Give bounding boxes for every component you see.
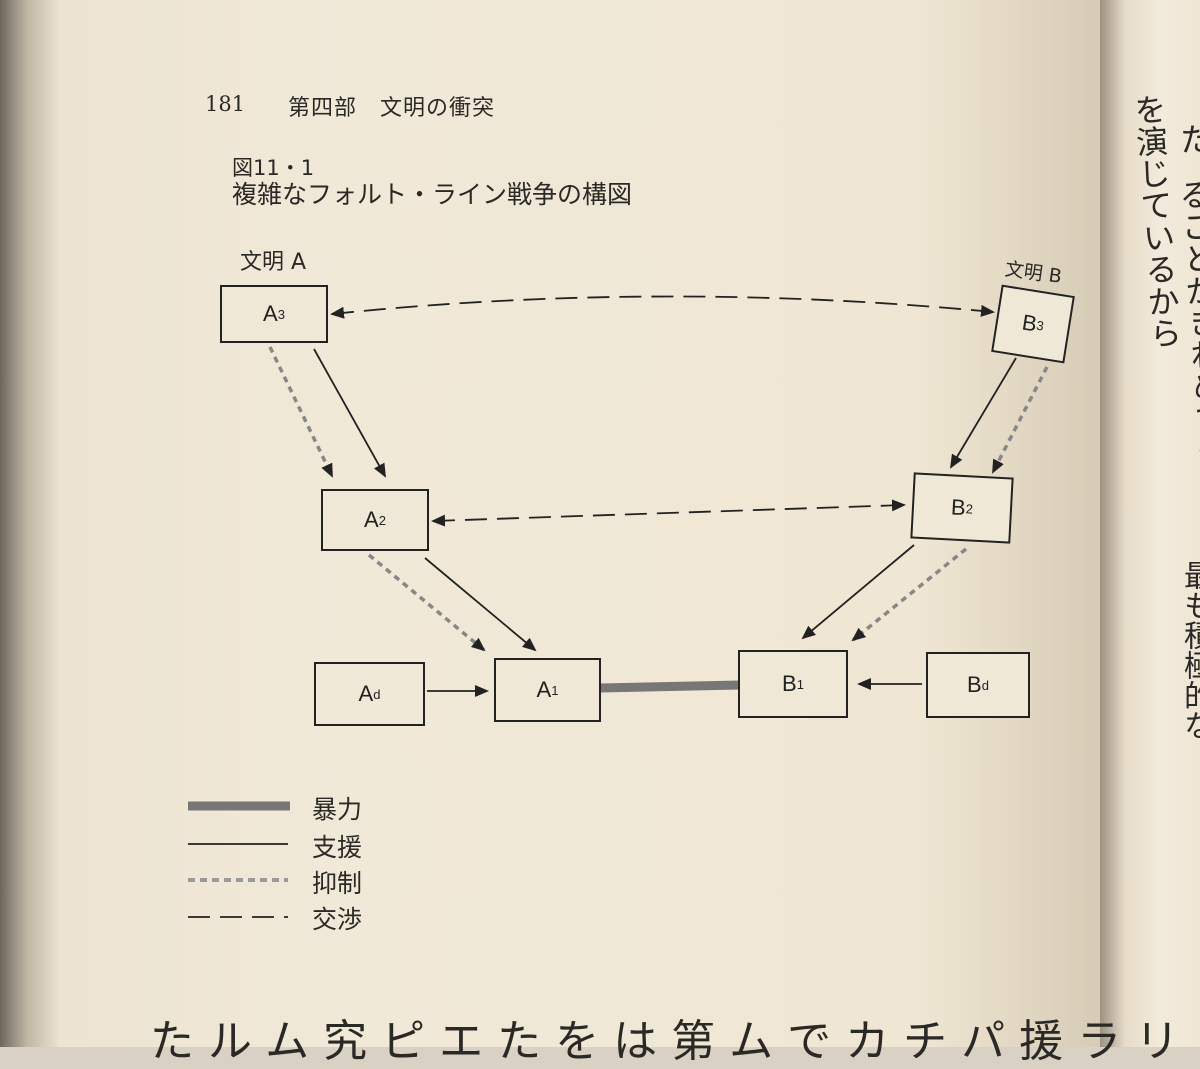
node-b2-sub: 2 — [965, 500, 974, 517]
negotiation-a2-b2 — [431, 499, 906, 527]
restraint-a3-a2 — [268, 346, 334, 478]
node-a1-sub: 1 — [551, 682, 559, 698]
support-b3-b2 — [949, 357, 1017, 469]
support-b2-b1 — [801, 544, 915, 640]
node-bd-sub: d — [981, 677, 989, 693]
node-b1-sub: 1 — [796, 676, 804, 692]
node-bd-letter: B — [967, 672, 982, 697]
node-a2-letter: A — [364, 507, 379, 532]
civilization-a-label: 文明 A — [240, 250, 307, 275]
figure-caption: 複雑なフォルト・ライン戦争の構図 — [232, 180, 633, 209]
page-edge-shadow — [0, 0, 60, 1047]
bottom-body-text: たルム究ピエたをは第ムでカチパ援ラリ — [150, 1016, 1194, 1067]
legend-negotiation-label: 交渉 — [312, 905, 363, 934]
figure-number: 図11・1 — [232, 156, 315, 180]
support-a2-a1 — [424, 557, 537, 652]
node-a3-letter: A — [263, 301, 278, 326]
right-page — [1100, 0, 1200, 1047]
page-number: 181 — [205, 92, 246, 116]
right-page-column-3: 最も積極的な — [1178, 560, 1200, 740]
legend-violence-label: 暴力 — [312, 795, 363, 824]
node-a1-letter: A — [536, 677, 552, 702]
node-a2-sub: 2 — [378, 512, 386, 528]
node-b1-letter: B — [782, 671, 797, 696]
restraint-b2-b1 — [851, 547, 968, 642]
legend-restraint-label: 抑制 — [312, 869, 363, 898]
node-a3-sub: 3 — [277, 306, 285, 322]
node-b3-sub: 3 — [1035, 317, 1045, 334]
right-page-top-char: た — [1180, 121, 1200, 159]
fault-line-diagram — [188, 295, 1049, 918]
running-head: 第四部 文明の衝突 — [288, 96, 496, 121]
node-ad-letter: A — [358, 681, 374, 706]
restraint-a2-a1 — [367, 553, 486, 652]
support-a3-a2 — [313, 348, 386, 478]
node-ad-sub: d — [373, 686, 381, 702]
node-b2-letter: B — [950, 494, 967, 521]
legend-support-label: 支援 — [312, 833, 363, 862]
restraint-b3-b2 — [991, 366, 1049, 474]
negotiation-a3-b3 — [330, 295, 995, 319]
violence-a1-b1 — [599, 680, 741, 693]
